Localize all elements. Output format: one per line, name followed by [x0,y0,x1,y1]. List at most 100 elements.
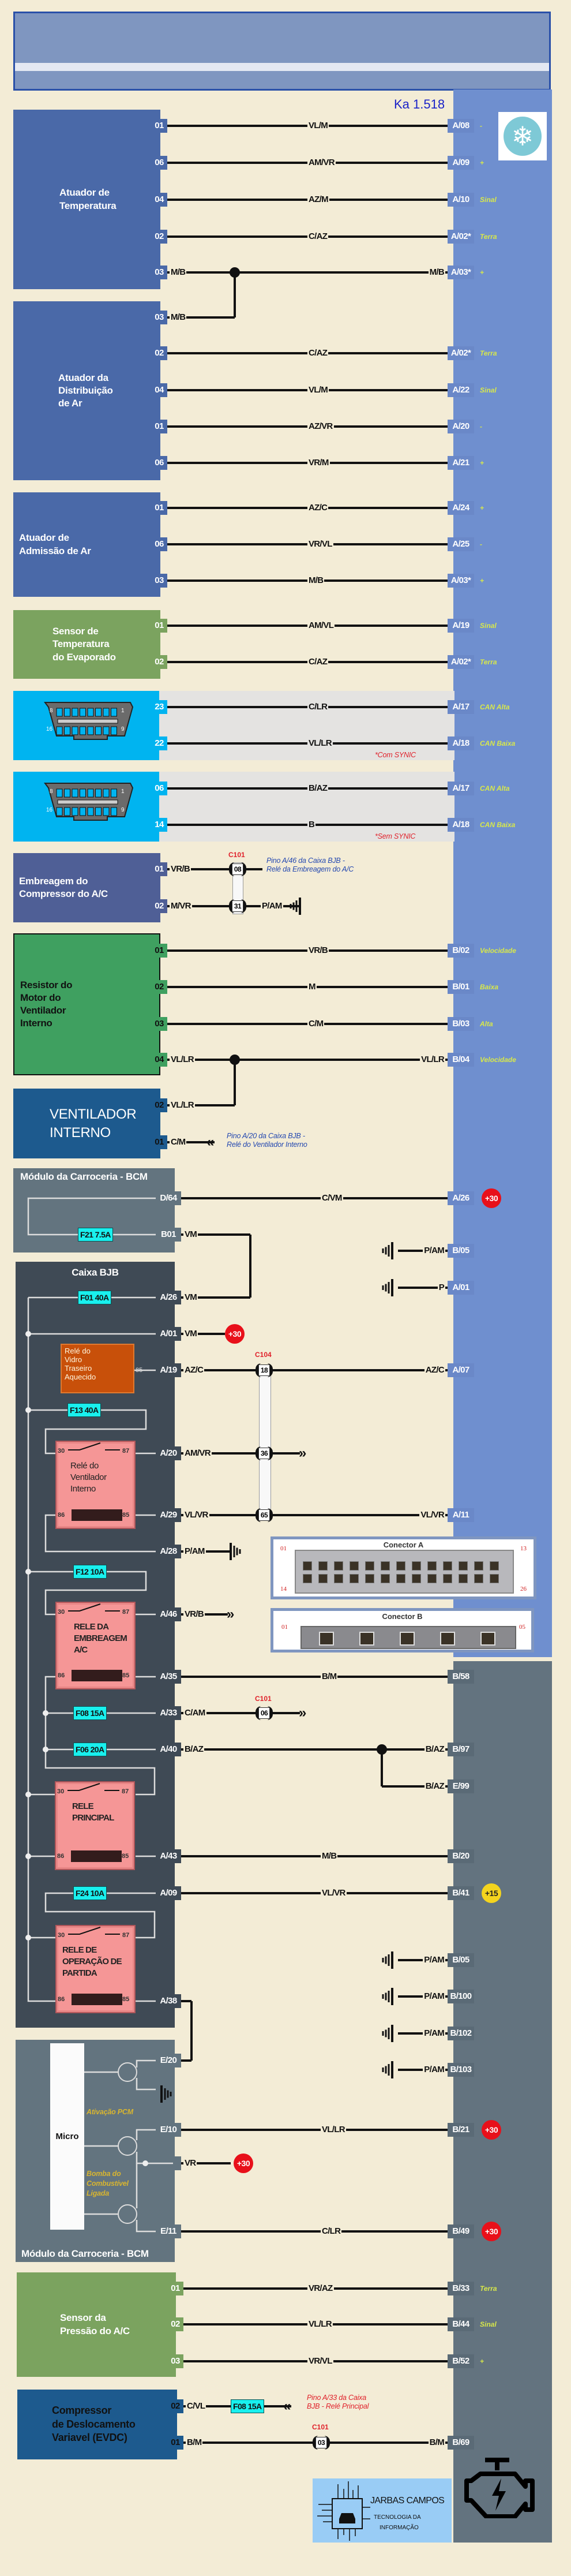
terminal-B49[interactable]: B/49 [448,2224,474,2238]
terminal-A10[interactable]: A/10 [448,193,474,207]
wire-color-label: VL/LR [321,2124,346,2136]
terminal-B01[interactable]: B/01 [448,980,474,994]
terminal-B05[interactable]: B/05 [448,1953,474,1967]
fuse-f24: F24 10A [73,1886,107,1900]
internal-circuit [136,2220,156,2233]
relay-coil [72,1509,122,1521]
terminal-A17[interactable]: A/17 [448,700,474,714]
connector-pin: 03 [315,2437,327,2448]
connector-pin [474,1574,483,1583]
wire-color-label: VL/M [307,384,329,396]
connector-pin [318,1561,328,1571]
wire-color-label: C/VL [186,2401,206,2412]
terminal-A22[interactable]: A/22 [448,383,474,397]
internal-circuit [28,1571,147,1616]
connector-pin [400,1632,415,1646]
terminal-B44[interactable]: B/44 [448,2317,474,2331]
pin-label: 05 [519,1624,525,1631]
relay-pin: 30 [57,1788,65,1795]
terminal-A18[interactable]: A/18 [448,818,474,832]
relay-pin: 87 [122,1448,130,1455]
terminal-B103[interactable]: B/103 [448,2063,474,2077]
inline-connector: 08 [229,862,246,876]
terminal-B52[interactable]: B/52 [448,2354,474,2368]
connector-pin: 36 [258,1448,270,1459]
pin-function-tag: CAN Baixa [480,739,516,747]
terminal-A26[interactable]: A/26 [448,1191,474,1205]
pin-02: 02 [151,980,167,994]
pin-03: 03 [151,1017,167,1031]
terminal-A11[interactable]: A/11 [448,1508,474,1522]
transistor-icon [118,2204,137,2224]
air-intake-actuator-label: Atuador de Admissão de Ar [19,532,91,556]
wire-color-label: P/AM [261,900,283,912]
terminal-A20[interactable]: A/20 [448,420,474,433]
fuse-f06: F06 20A [73,1743,107,1756]
terminal-A25[interactable]: A/25 [448,537,474,551]
terminal-A02[interactable]: A/02* [448,655,474,669]
terminal-B21[interactable]: B/21 [448,2123,474,2137]
pin-label: 13 [520,1545,527,1552]
blower-resistor-label: Resistor do Motor do Ventilador Interno [20,979,73,1029]
wiring-note: *Sem SYNIC [375,832,416,840]
wire-color-label: VR/VL [307,539,333,550]
wire-color-label: VR/AZ [307,2283,334,2294]
terminal-A17[interactable]: A/17 [448,782,474,795]
terminal-B58[interactable]: B/58 [448,1670,474,1684]
terminal-B03[interactable]: B/03 [448,1017,474,1031]
pin-E-11: E/11 [156,2224,181,2238]
pin-A-35: A/35 [156,1670,181,1684]
terminal-A02[interactable]: A/02* [448,346,474,360]
pin-03: 03 [167,2354,183,2368]
terminal-A07[interactable]: A/07 [448,1363,474,1377]
terminal-E99[interactable]: E/99 [448,1779,474,1793]
pin-function-tag: - [480,423,482,431]
terminal-A02[interactable]: A/02* [448,230,474,244]
terminal-A03[interactable]: A/03* [448,266,474,279]
terminal-B33[interactable]: B/33 [448,2282,474,2295]
terminal-A19[interactable]: A/19 [448,619,474,633]
relay-pin: 30 [58,1932,65,1939]
terminal-B41[interactable]: B/41 [448,1886,474,1900]
terminal-B69[interactable]: B/69 [448,2436,474,2450]
terminal-A09[interactable]: A/09 [448,156,474,170]
connector-pin [381,1561,390,1571]
pin-function-tag: Terra [480,233,497,241]
battery-badge: +30 [482,2222,501,2241]
terminal-A18[interactable]: A/18 [448,736,474,750]
inline-connector: 65 [256,1508,273,1522]
terminal-A24[interactable]: A/24 [448,501,474,515]
wire-color-label: AZ/VR [307,421,334,432]
terminal-A01[interactable]: A/01 [448,1281,474,1295]
pin-label: 26 [520,1586,527,1592]
chip-car-icon [317,2481,370,2541]
connector-pin: 65 [258,1509,270,1521]
terminal-B20[interactable]: B/20 [448,1849,474,1863]
connector-name: C101 [255,1695,272,1703]
wire-color-label: P [437,1282,445,1293]
terminal-B97[interactable]: B/97 [448,1743,474,1756]
wire-color-label: AZ/C [307,502,329,514]
pin-A-38: A/38 [156,1994,181,2008]
terminal-B04[interactable]: B/04 [448,1053,474,1067]
terminal-B05[interactable]: B/05 [448,1244,474,1258]
pin-01: 01 [151,944,167,958]
terminal-B100[interactable]: B/100 [448,1990,474,2003]
relay-label: Relé do Vidro Traseiro Aquecido [65,1347,96,1381]
terminal-A08[interactable]: A/08 [448,119,474,133]
pin-splice [173,2156,181,2170]
wire-color-label: M/B [170,267,187,278]
terminal-A03[interactable]: A/03* [448,574,474,588]
pin-06: 06 [151,156,167,170]
wire-color-label: AZ/M [307,194,329,205]
bjb-fuse-box-label: Caixa BJB [72,1267,119,1278]
wire-color-label: VR/M [307,457,330,469]
transistor-icon [118,2136,137,2156]
terminal-B02[interactable]: B/02 [448,944,474,958]
terminal-B102[interactable]: B/102 [448,2027,474,2040]
wire-color-label: B/M [321,1671,338,1683]
wire-color-label: C/AZ [307,231,329,242]
connector-pin [334,1561,343,1571]
terminal-A21[interactable]: A/21 [448,456,474,470]
wire-color-label: B/AZ [183,1744,205,1755]
